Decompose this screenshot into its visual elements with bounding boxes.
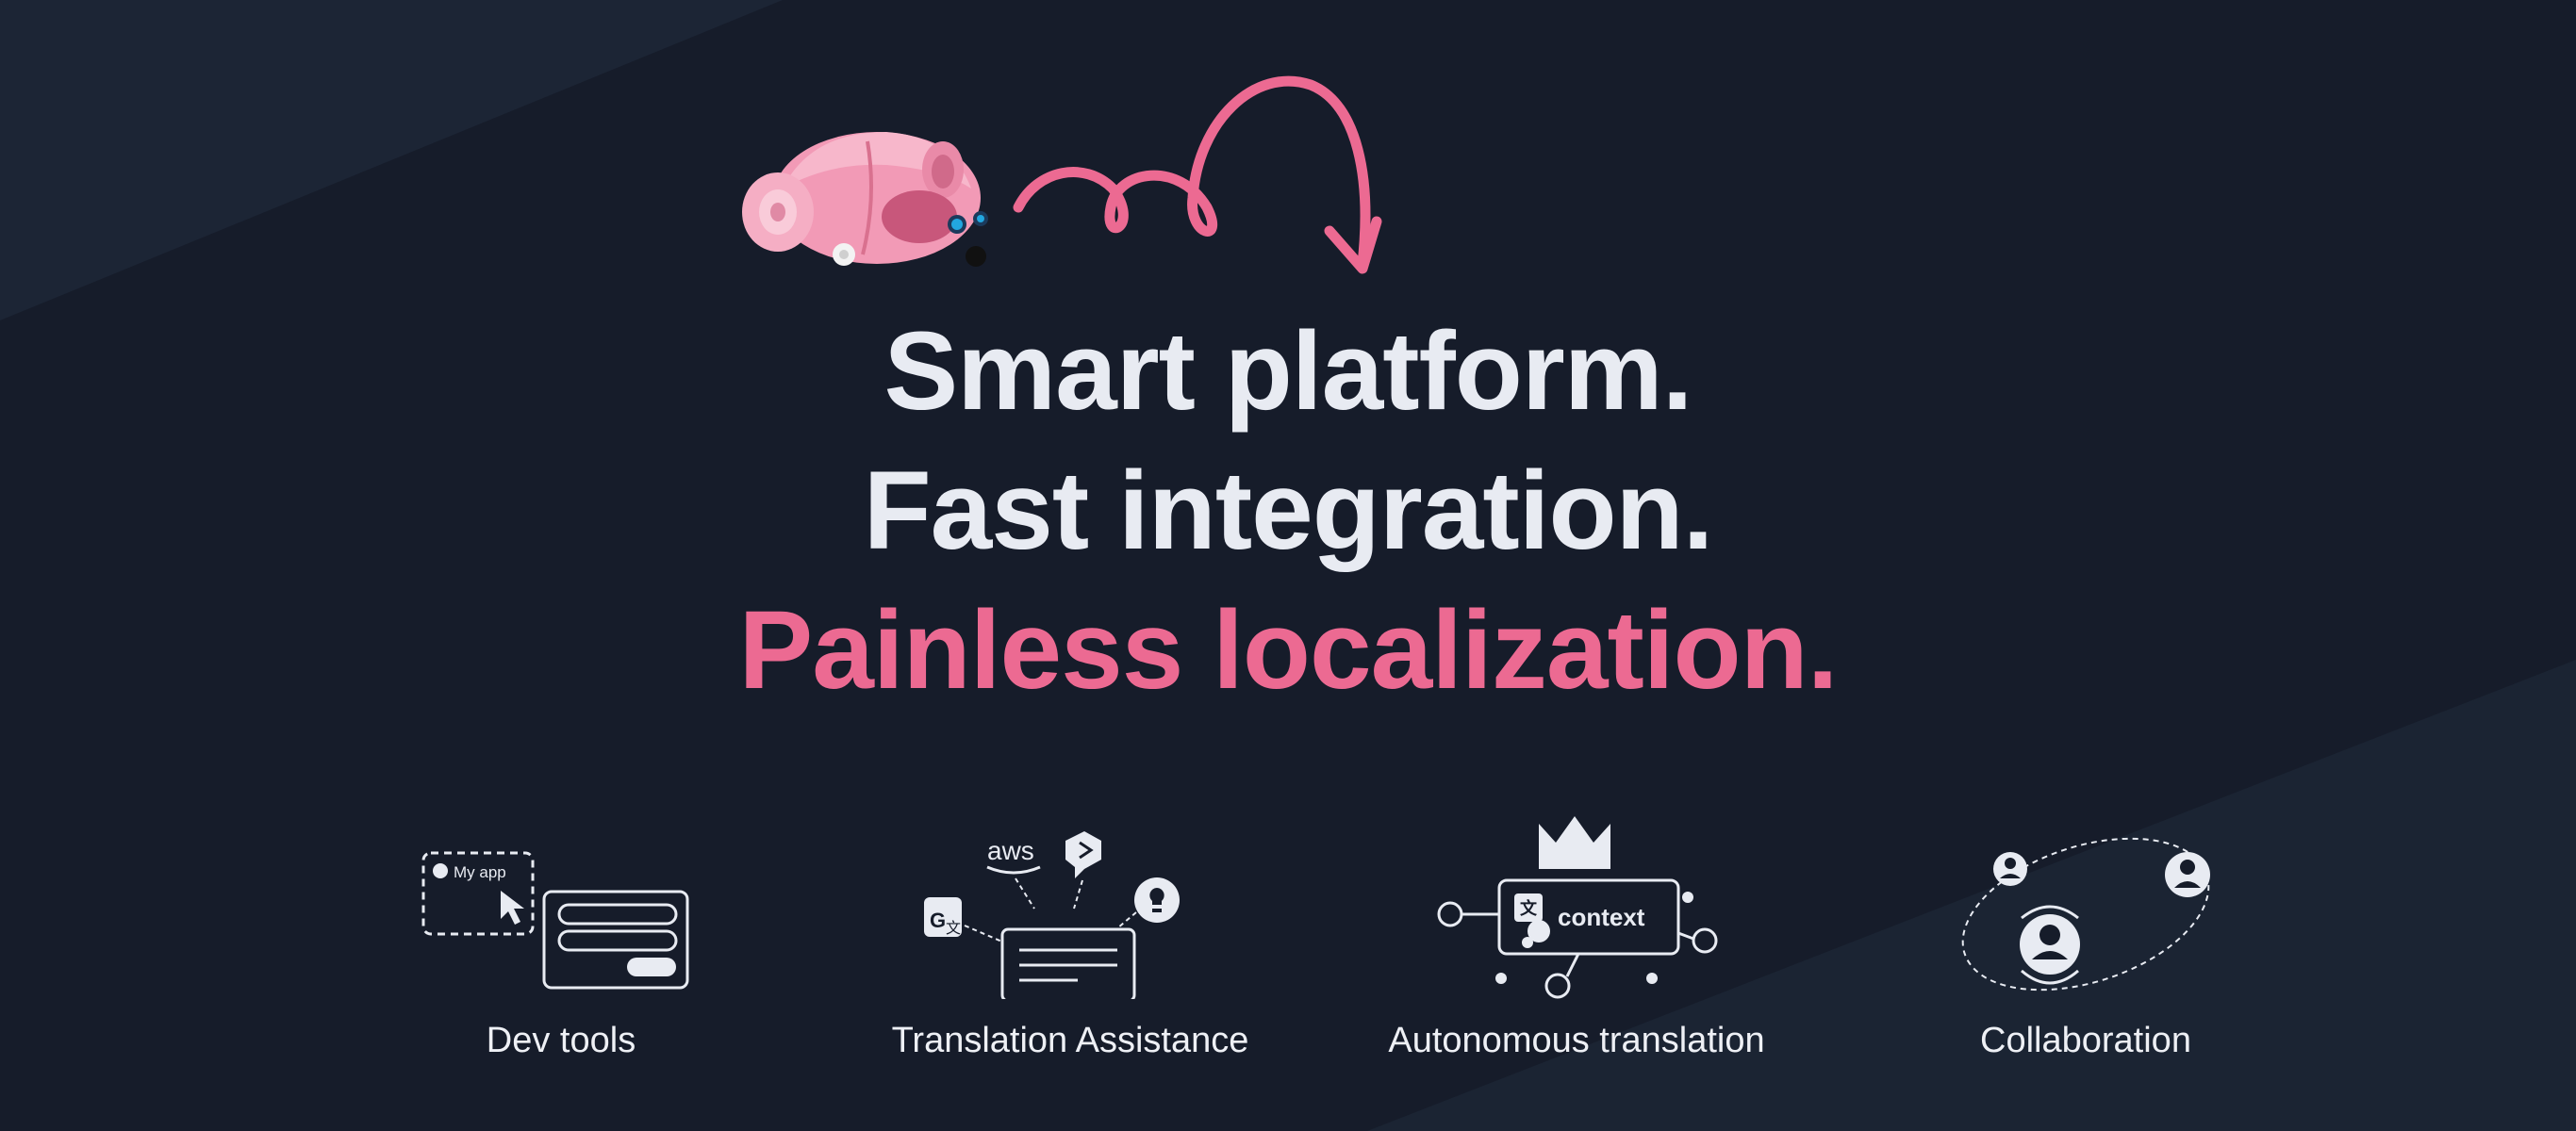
context-label: context xyxy=(1558,903,1645,931)
feature-list: My app Dev tools G 文 aws xyxy=(0,811,2576,1093)
loop-arrow xyxy=(1013,75,1382,274)
feature-dev-tools[interactable]: My app Dev tools xyxy=(344,811,778,1093)
feature-label: Translation Assistance xyxy=(891,1021,1249,1060)
autonomous-translation-icon: 文 context xyxy=(1437,816,1718,999)
svg-text:G: G xyxy=(930,909,946,932)
headline-line-3-accent: Painless localization. xyxy=(738,588,1839,713)
feature-label: Dev tools xyxy=(486,1021,636,1060)
headline-line-2: Fast integration. xyxy=(863,449,1714,573)
my-app-label: My app xyxy=(454,863,506,881)
svg-text:文: 文 xyxy=(946,920,961,937)
feature-autonomous-translation[interactable]: 文 context Autonomous translation xyxy=(1360,811,1793,1093)
feature-translation-assistance[interactable]: G 文 aws Translation Assistance xyxy=(853,811,1287,1093)
headline-line-1: Smart platform. xyxy=(883,309,1693,434)
hero-headline: Smart platform. Fast integration. Painle… xyxy=(0,302,2576,720)
dev-tools-icon: My app xyxy=(421,851,689,990)
collaboration-icon xyxy=(1961,837,2210,992)
aws-logo: aws xyxy=(987,836,1034,865)
feature-label: Collaboration xyxy=(1980,1021,2191,1060)
feature-label: Autonomous translation xyxy=(1388,1021,1765,1060)
robot-mouse-mascot xyxy=(742,132,988,267)
feature-collaboration[interactable]: Collaboration xyxy=(1869,811,2303,1093)
translation-assistance-icon: G 文 aws xyxy=(924,831,1180,999)
svg-text:文: 文 xyxy=(1520,898,1538,918)
